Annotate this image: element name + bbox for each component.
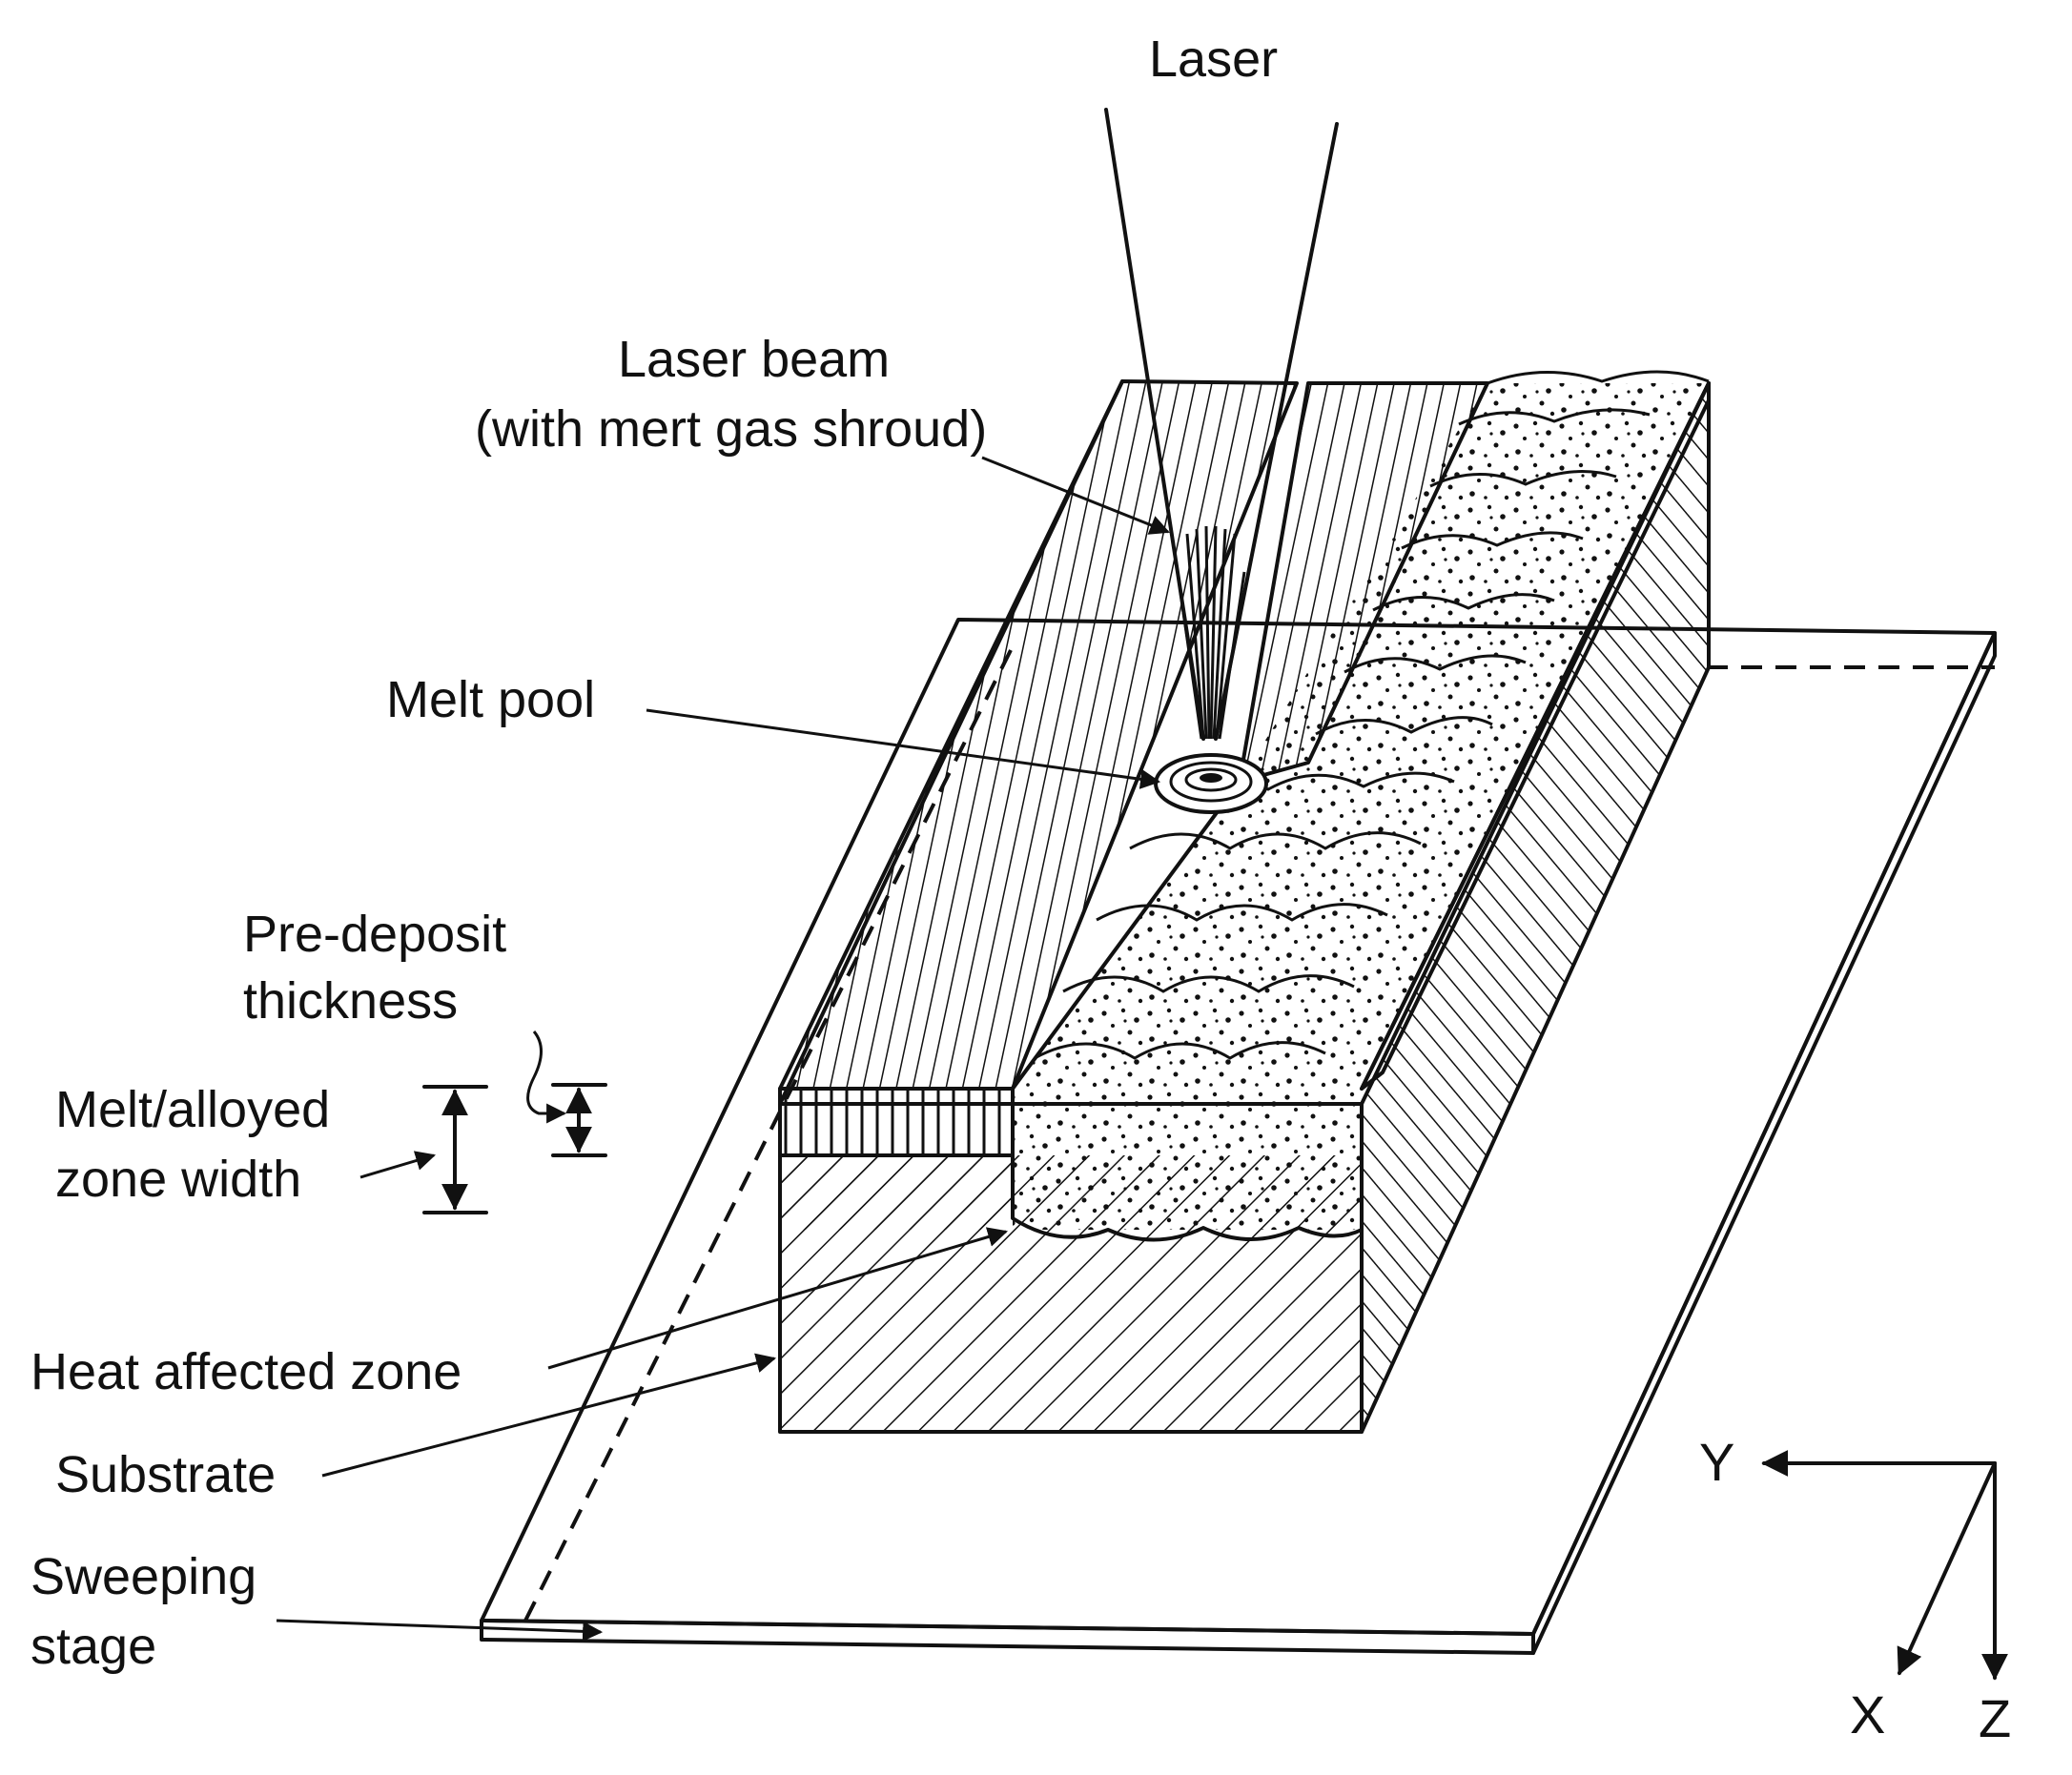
axis-label-z: Z bbox=[1979, 1688, 2011, 1748]
label-sweeping-stage-line2: stage bbox=[31, 1618, 156, 1675]
melt-pool bbox=[1154, 753, 1268, 814]
axis-label-x: X bbox=[1850, 1684, 1885, 1744]
coordinate-axes: Y X Z bbox=[1699, 1432, 2011, 1748]
laser-beam bbox=[1104, 108, 1339, 741]
label-melt-pool: Melt pool bbox=[386, 671, 595, 728]
pre-deposit-thickness-marker bbox=[551, 1083, 607, 1157]
label-pre-deposit-line2: thickness bbox=[243, 972, 458, 1030]
label-substrate: Substrate bbox=[55, 1446, 276, 1503]
label-sweeping-stage-line1: Sweeping bbox=[31, 1548, 256, 1605]
gas-shroud-spray bbox=[1176, 525, 1246, 740]
melt-track bbox=[1011, 370, 1711, 1242]
label-laser-beam-line1: Laser beam bbox=[618, 331, 890, 388]
melt-zone-width-marker bbox=[422, 1085, 488, 1214]
text-labels: Laser Laser beam (with mert gas shroud) … bbox=[31, 31, 1278, 1675]
label-pre-deposit-line1: Pre-deposit bbox=[243, 906, 506, 963]
axis-label-y: Y bbox=[1699, 1432, 1734, 1492]
label-melt-zone-line1: Melt/alloyed bbox=[55, 1081, 330, 1138]
label-laser-beam-line2: (with mert gas shroud) bbox=[475, 400, 987, 458]
label-laser: Laser bbox=[1149, 31, 1278, 88]
label-melt-zone-line2: zone width bbox=[55, 1151, 301, 1208]
leader-lines bbox=[276, 456, 1170, 1642]
label-heat-affected-zone: Heat affected zone bbox=[31, 1343, 462, 1400]
